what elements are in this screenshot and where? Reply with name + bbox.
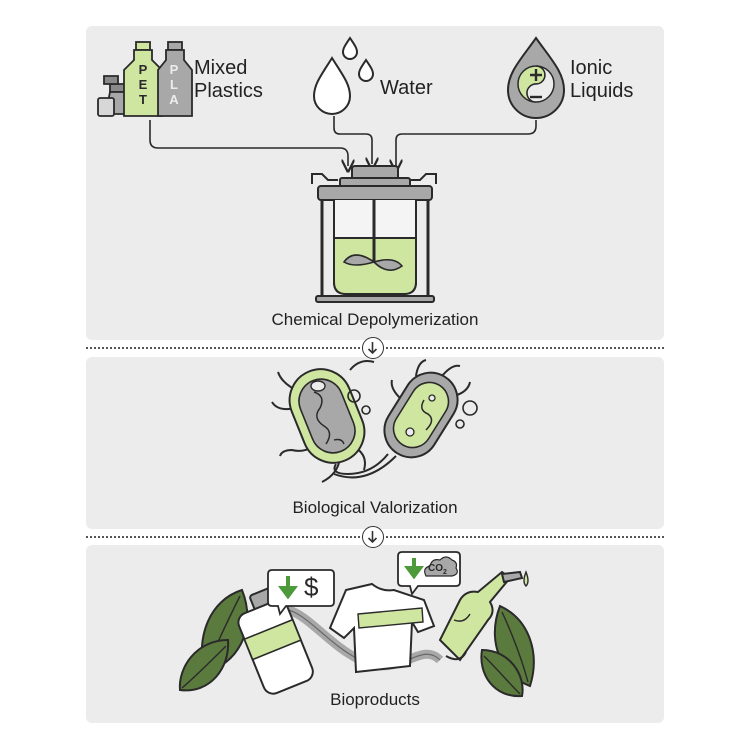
cost-reduction-badge [267, 569, 335, 617]
co2-reduction-badge [397, 551, 461, 597]
down-arrow-green-icon [278, 576, 298, 600]
water-label: Water [380, 77, 433, 99]
dollar-symbol: $ [304, 572, 319, 602]
bacterium-left-icon [271, 360, 375, 483]
co2-label: CO2 [428, 563, 447, 576]
cloud-icon [424, 556, 458, 577]
ionic-liquid-drop-icon [506, 36, 566, 119]
down-arrow-icon [362, 526, 384, 548]
stage-chemical-depolymerization-title: Chemical Depolymerization [271, 310, 479, 329]
bacterium-right-icon [333, 359, 471, 479]
down-arrow-green-icon [404, 558, 424, 580]
input-flow-arrows [149, 116, 537, 166]
reactor-vessel-icon [311, 165, 437, 303]
leaf-left-icon [178, 588, 249, 692]
tshirt-icon [328, 582, 436, 674]
cup-icon [97, 97, 115, 117]
ionic-liquids-label: Ionic Liquids [570, 57, 634, 102]
water-drop-icon [312, 36, 375, 115]
fuel-nozzle-icon [438, 570, 529, 662]
product-bottle-icon [237, 585, 314, 695]
mixed-plastics-label: Mixed Plastics [194, 57, 263, 102]
stage-bioproducts-title: Bioproducts [330, 690, 420, 709]
leaf-right-icon [480, 604, 535, 698]
bubble-icon [347, 389, 478, 429]
pla-bottle-icon [157, 41, 193, 117]
pla-label: PLA [169, 62, 179, 107]
biological-valorization-panel [86, 357, 664, 529]
pet-label: PET [138, 62, 148, 107]
down-arrow-icon [362, 337, 384, 359]
stage-biological-valorization-title: Biological Valorization [292, 498, 458, 517]
